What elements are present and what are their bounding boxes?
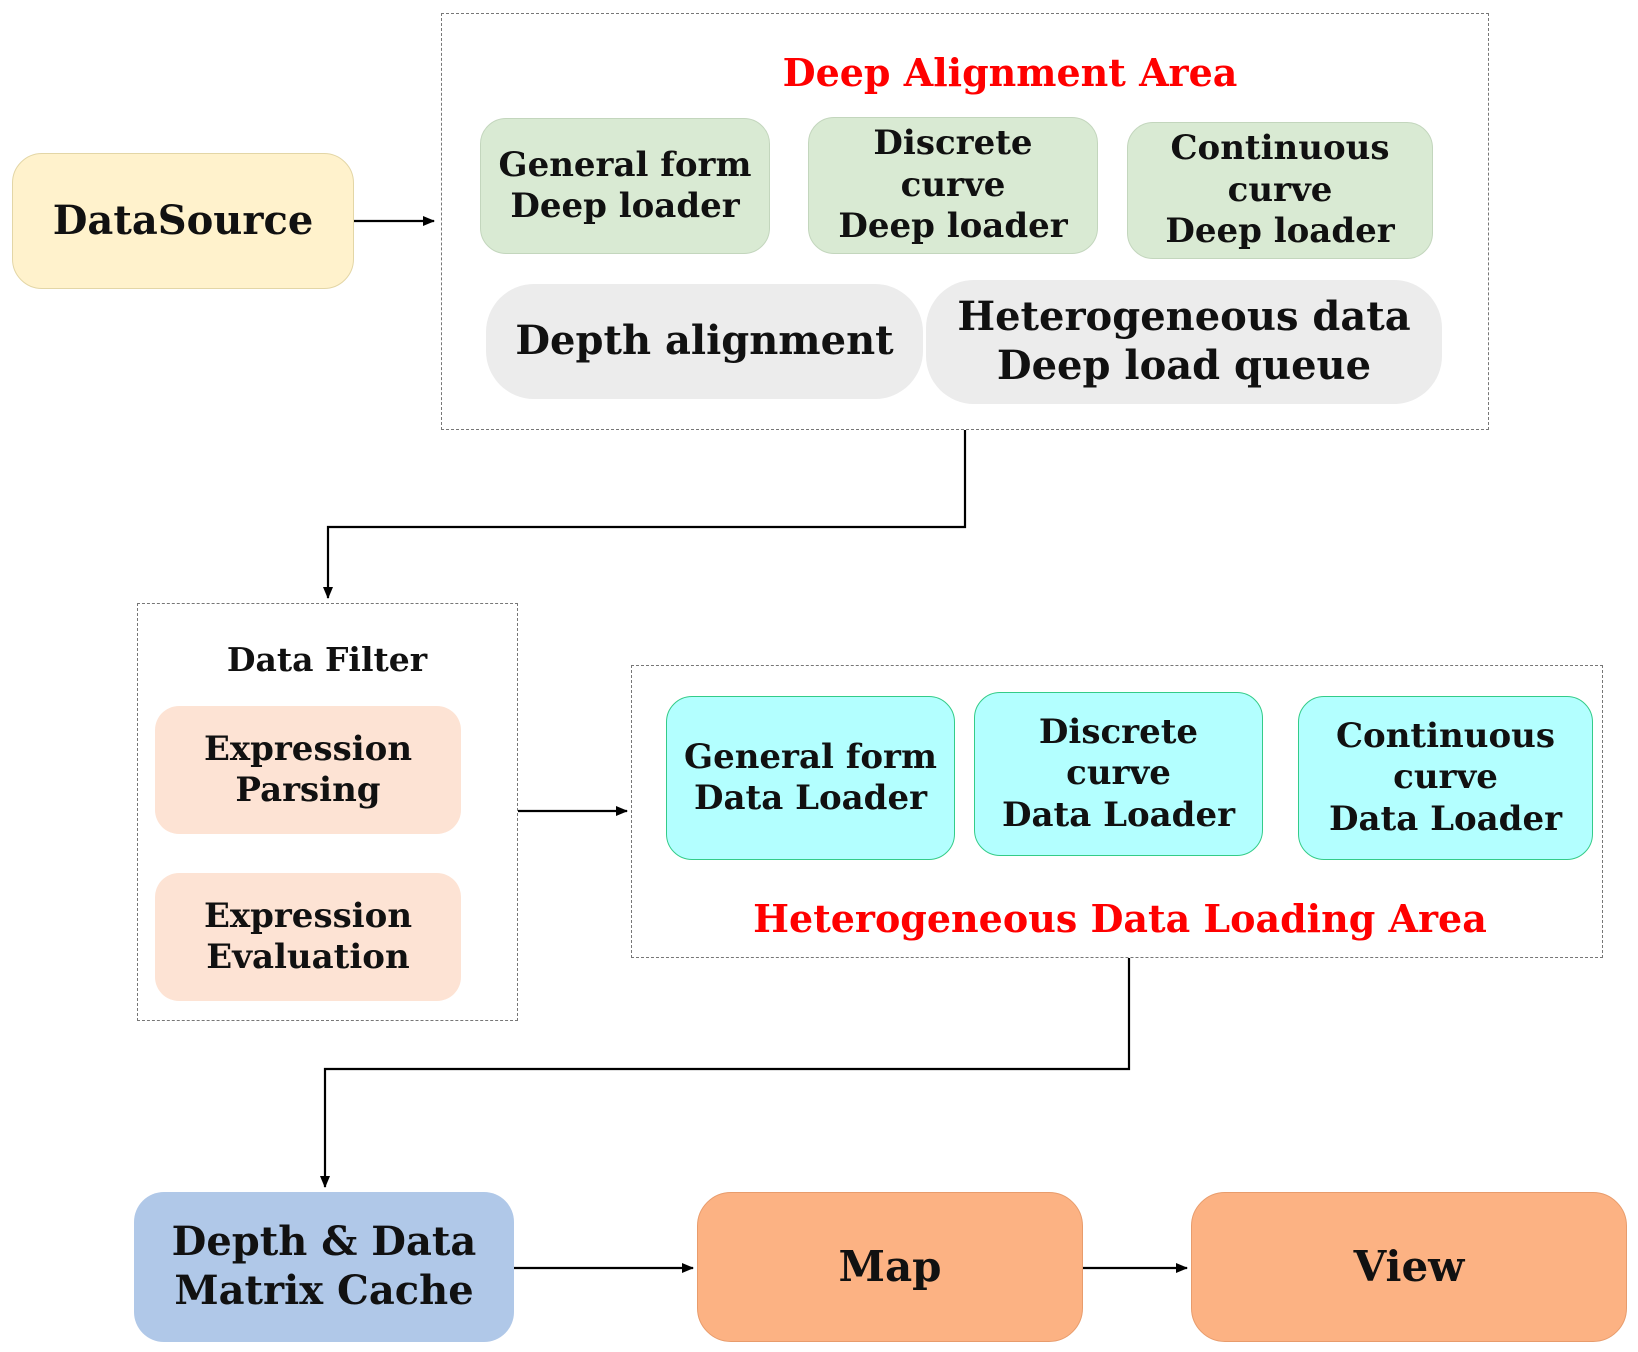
heterogeneous-loading-area [631,665,1603,958]
discrete-deep-loader-node: Discrete curve Deep loader [808,117,1098,254]
continuous-deep-loader-line1: Continuous [1170,128,1390,169]
continuous-data-loader-line1: Continuous [1335,715,1556,756]
datasource-node: DataSource [12,153,354,289]
discrete-data-loader-line3: Data Loader [1001,794,1236,835]
expression-parsing-line2: Parsing [235,770,381,810]
deep-alignment-area [441,13,1489,430]
deep-load-queue-line2: Deep load queue [996,342,1372,389]
matrix-cache-line1: Depth & Data [171,1218,477,1266]
deep-load-queue-line1: Heterogeneous data [957,293,1411,341]
discrete-data-loader-line2: curve [1066,753,1171,794]
general-data-loader-line2: Data Loader [693,778,928,818]
continuous-data-loader-node: Continuous curve Data Loader [1298,696,1593,860]
map-node: Map [697,1192,1083,1342]
discrete-data-loader-line1: Discrete [1038,711,1199,752]
datasource-label: DataSource [52,196,314,244]
expression-evaluation-node: Expression Evaluation [155,873,461,1001]
heterogeneous-loading-area-title: Heterogeneous Data Loading Area [753,896,1487,941]
general-deep-loader-line1: General form [498,144,752,185]
continuous-data-loader-line3: Data Loader [1328,798,1563,839]
arrow-alignment-to-filter [323,430,967,599]
view-label: View [1353,1242,1465,1292]
expression-parsing-line1: Expression [203,728,413,769]
arrow-loading-to-cache [320,958,1131,1188]
continuous-deep-loader-line2: curve [1227,169,1333,210]
deep-load-queue-node: Heterogeneous data Deep load queue [926,280,1442,404]
data-filter-area [137,603,518,1021]
general-data-loader-line1: General form [684,736,937,777]
discrete-data-loader-node: Discrete curve Data Loader [974,692,1263,856]
general-deep-loader-node: General form Deep loader [480,118,770,254]
depth-alignment-node: Depth alignment [486,284,923,399]
view-node: View [1191,1192,1627,1342]
depth-alignment-label: Depth alignment [515,317,894,365]
discrete-deep-loader-line1: Discrete [873,123,1033,164]
map-label: Map [838,1242,942,1292]
general-deep-loader-line2: Deep loader [510,186,740,226]
expression-evaluation-line1: Expression [203,895,413,936]
expression-evaluation-line2: Evaluation [206,937,410,977]
matrix-cache-line2: Matrix Cache [174,1267,474,1314]
continuous-data-loader-line2: curve [1393,757,1498,798]
continuous-deep-loader-node: Continuous curve Deep loader [1127,122,1433,259]
deep-alignment-area-title: Deep Alignment Area [782,50,1238,95]
discrete-deep-loader-line3: Deep loader [838,206,1068,247]
general-data-loader-node: General form Data Loader [666,696,955,860]
data-filter-title: Data Filter [226,640,428,679]
continuous-deep-loader-line3: Deep loader [1165,211,1395,252]
matrix-cache-node: Depth & Data Matrix Cache [134,1192,514,1342]
expression-parsing-node: Expression Parsing [155,706,461,834]
discrete-deep-loader-line2: curve [900,164,1006,205]
